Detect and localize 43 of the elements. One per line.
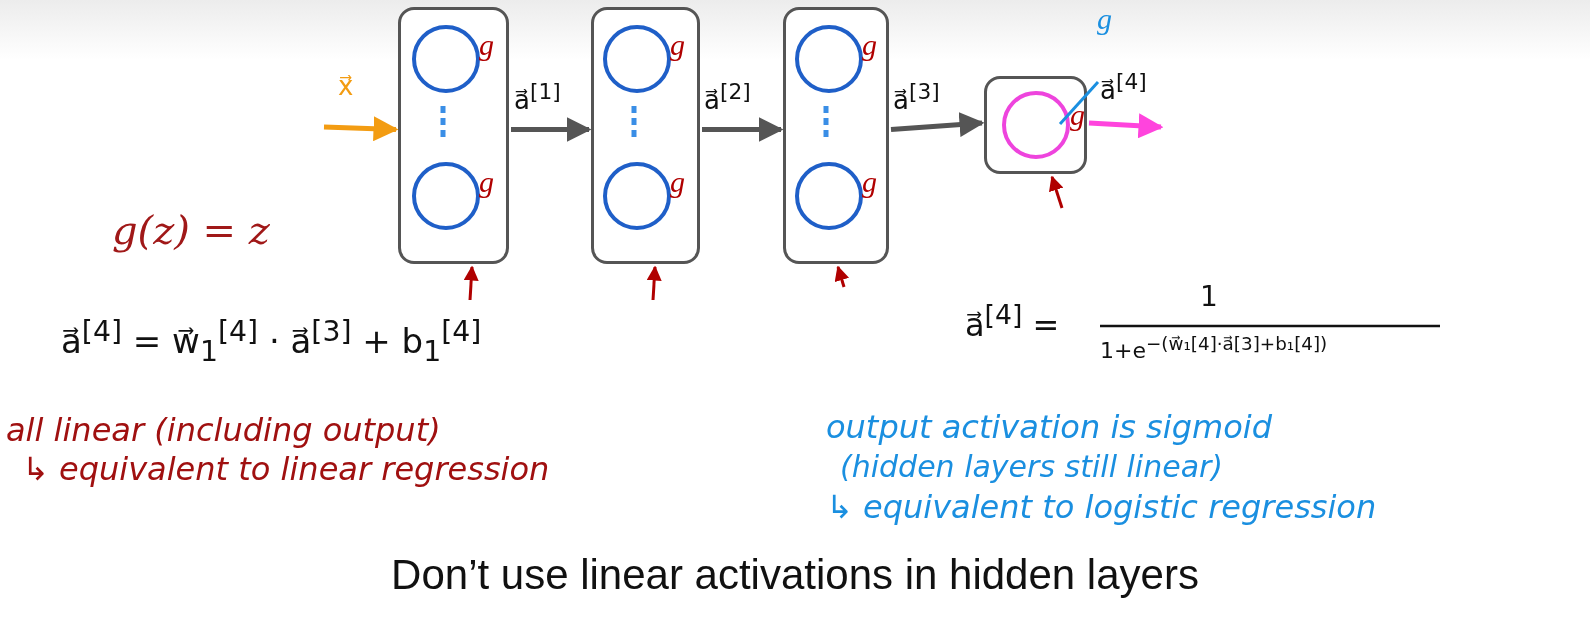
arrow xyxy=(1049,175,1064,209)
activation-label: g xyxy=(670,167,685,197)
handwritten-note: ↳ equivalent to linear regression xyxy=(22,452,550,488)
layer-box xyxy=(591,7,700,264)
activation-label: g xyxy=(1097,4,1112,34)
arrow xyxy=(463,265,479,301)
neuron-circle xyxy=(412,162,480,230)
handwritten-note: all linear (including output) xyxy=(6,413,441,449)
neuron-circle xyxy=(412,25,480,93)
arrow xyxy=(646,265,662,301)
math-formula: g(z) = z xyxy=(112,208,270,252)
handwritten-note: ↳ equivalent to logistic regression xyxy=(826,490,1377,526)
neuron-circle xyxy=(1002,91,1070,159)
arrow xyxy=(702,117,784,142)
activation-label: g xyxy=(862,167,877,197)
neuron-circle xyxy=(795,162,863,230)
neuron-circle xyxy=(603,162,671,230)
arrow xyxy=(834,265,850,288)
edge-label: a⃗$^{[4]}$ xyxy=(1100,70,1147,105)
handwritten-note: output activation is sigmoid xyxy=(826,410,1272,446)
math-formula: 1+e$^{−(w⃗₁[4]·a⃗[3]+b₁[4])}$ xyxy=(1100,334,1328,364)
handwritten-note: (hidden layers still linear) xyxy=(840,450,1224,483)
neuron-circle xyxy=(603,25,671,93)
layer-box xyxy=(783,7,889,264)
edge-label: a⃗$^{[1]}$ xyxy=(514,80,561,115)
edge-label: x⃗ xyxy=(338,72,354,101)
edge-label: a⃗$^{[3]}$ xyxy=(893,80,940,115)
neuron-circle xyxy=(795,25,863,93)
math-formula: 1 xyxy=(1200,282,1218,313)
activation-label: g xyxy=(670,30,685,60)
math-formula: a⃗$^{[4]}$ = xyxy=(965,300,1060,343)
edge-label: a⃗$^{[2]}$ xyxy=(704,80,751,115)
activation-label: g xyxy=(862,30,877,60)
layer-box xyxy=(984,76,1087,174)
layer-box xyxy=(398,7,509,264)
arrow xyxy=(511,117,592,142)
arrow xyxy=(1088,113,1164,139)
activation-label: g xyxy=(479,30,494,60)
caption: Don’t use linear activations in hidden layers xyxy=(390,552,1200,599)
arrow xyxy=(890,112,985,138)
arrow xyxy=(323,116,399,142)
activation-label: g xyxy=(1070,100,1085,130)
activation-label: g xyxy=(479,167,494,197)
